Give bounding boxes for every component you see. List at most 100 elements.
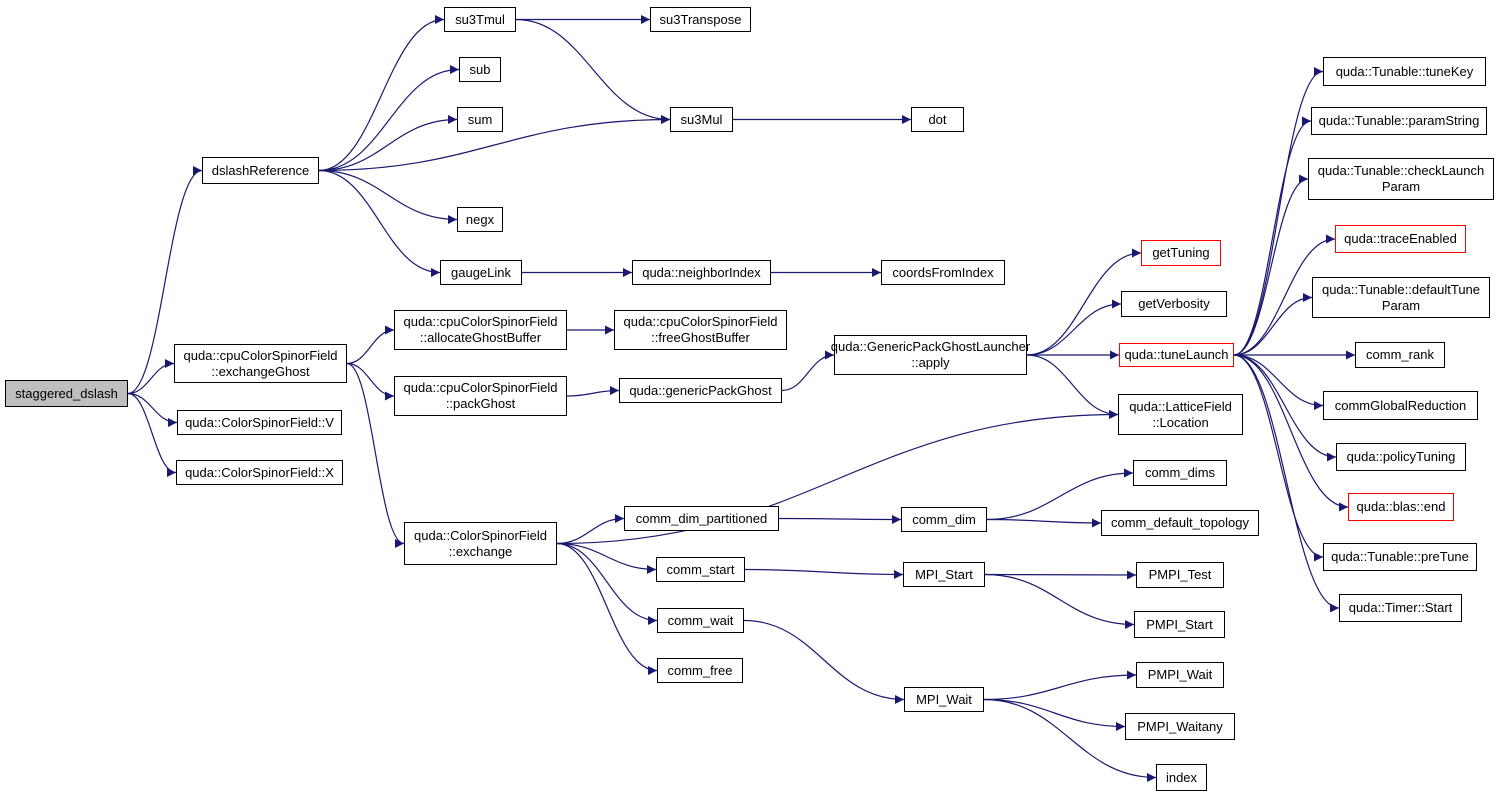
node-label-line: sub (469, 61, 491, 77)
edge-staggered_dslash-to-csfX (127, 392, 177, 477)
node-label-line: comm_start (666, 561, 735, 577)
edge-exchangeGhost-to-allocateGhostBuffer (346, 325, 395, 365)
node-label-line: quda::tuneLaunch (1124, 347, 1229, 362)
edge-staggered_dslash-to-exchangeGhost (127, 359, 175, 395)
edge-mpiStart-to-pmpiTest (984, 570, 1137, 580)
node-comm-dim-partitioned[interactable]: comm_dim_partitioned (624, 506, 779, 531)
node-label-line: quda::genericPackGhost (629, 382, 772, 398)
node-label-line: ::apply (911, 355, 950, 370)
node-label-line: quda::Tunable::paramString (1318, 113, 1480, 128)
edge-tuneLaunch-to-commGlobalReduction (1233, 354, 1324, 410)
node-label-line: dot (928, 111, 947, 127)
node-negx[interactable]: negx (457, 207, 503, 232)
edge-mpiWait-to-pmpiWaitany (983, 698, 1126, 731)
node-comm-dim[interactable]: comm_dim (901, 507, 987, 532)
node-sum[interactable]: sum (457, 107, 503, 132)
node-gauge-link[interactable]: gaugeLink (440, 260, 522, 285)
edge-packGhost-to-genericPackGhost (566, 386, 620, 397)
edge-tuneLaunch-to-traceEnabled (1233, 234, 1336, 356)
edge-csfExchange-to-commFree (556, 542, 658, 675)
node-label-line: commGlobalReduction (1334, 397, 1467, 413)
node-pmpi-wait[interactable]: PMPI_Wait (1136, 662, 1224, 688)
edge-tuneLaunch-to-paramString (1233, 116, 1312, 356)
node-index[interactable]: index (1156, 764, 1207, 791)
edge-launcherApply-to-getVerbosity (1026, 299, 1122, 356)
node-colorspinorfield-v[interactable]: quda::ColorSpinorField::V (177, 410, 342, 435)
node-colorspinorfield-exchange[interactable]: quda::ColorSpinorField::exchange (404, 522, 557, 565)
node-policy-tuning[interactable]: quda::policyTuning (1336, 443, 1466, 471)
node-label-line: quda::neighborIndex (642, 264, 761, 280)
edge-dslashReference-to-gaugeLink (318, 169, 441, 277)
edge-dslashReference-to-negx (318, 169, 458, 224)
node-tunable-pre-tune[interactable]: quda::Tunable::preTune (1323, 543, 1477, 571)
node-pack-ghost[interactable]: quda::cpuColorSpinorField::packGhost (394, 376, 567, 416)
node-tunable-param-string[interactable]: quda::Tunable::paramString (1311, 107, 1487, 135)
node-pmpi-start[interactable]: PMPI_Start (1134, 611, 1225, 638)
node-comm-wait[interactable]: comm_wait (657, 608, 744, 633)
node-comm-rank[interactable]: comm_rank (1355, 342, 1445, 368)
node-su3tmul[interactable]: su3Tmul (444, 7, 516, 32)
node-label-line: Param (1381, 179, 1421, 194)
node-get-verbosity[interactable]: getVerbosity (1121, 291, 1227, 317)
node-coords-from-index[interactable]: coordsFromIndex (881, 260, 1005, 285)
node-su3transpose[interactable]: su3Transpose (650, 7, 751, 32)
node-pmpi-test[interactable]: PMPI_Test (1136, 562, 1224, 588)
node-label-line: ::Location (1152, 414, 1209, 430)
node-su3mul[interactable]: su3Mul (670, 107, 733, 132)
node-lattice-location[interactable]: quda::LatticeField::Location (1118, 394, 1243, 435)
node-comm-default-topology[interactable]: comm_default_topology (1101, 510, 1259, 536)
node-launcher-apply[interactable]: quda::GenericPackGhostLauncher::apply (831, 335, 1030, 375)
node-mpi-start[interactable]: MPI_Start (903, 562, 985, 587)
edge-tuneLaunch-to-preTune (1233, 354, 1324, 562)
edge-csfExchange-to-latticeLocation (556, 410, 1119, 545)
edge-commDim-to-commDims (986, 468, 1134, 521)
edge-tuneLaunch-to-timerStart (1233, 354, 1340, 613)
node-tune-launch[interactable]: quda::tuneLaunch (1119, 343, 1234, 367)
edge-dslashReference-to-sub (318, 65, 460, 172)
node-exchange-ghost[interactable]: quda::cpuColorSpinorField::exchangeGhost (174, 344, 347, 383)
node-dslash-reference[interactable]: dslashReference (202, 157, 319, 184)
node-dot[interactable]: dot (911, 107, 964, 132)
node-get-tuning[interactable]: getTuning (1141, 240, 1221, 266)
node-allocate-ghost-buffer[interactable]: quda::cpuColorSpinorField::allocateGhost… (394, 310, 567, 350)
node-sub[interactable]: sub (459, 57, 501, 82)
node-label-line: PMPI_Wait (1147, 667, 1213, 682)
edge-exchangeGhost-to-packGhost (346, 362, 395, 401)
node-label-line: ::allocateGhostBuffer (419, 330, 542, 345)
edge-dslashReference-to-su3Tmul (318, 15, 445, 172)
node-label-line: quda::Tunable::tuneKey (1335, 63, 1474, 79)
node-neighbor-index[interactable]: quda::neighborIndex (632, 260, 771, 285)
node-generic-pack-ghost[interactable]: quda::genericPackGhost (619, 378, 782, 403)
node-label-line: sum (467, 111, 493, 127)
node-pmpi-waitany[interactable]: PMPI_Waitany (1125, 713, 1235, 740)
node-staggered-dslash: staggered_dslash (5, 380, 128, 407)
node-comm-global-reduction[interactable]: commGlobalReduction (1323, 391, 1478, 420)
edge-staggered_dslash-to-csfV (127, 392, 178, 427)
edge-exchangeGhost-to-csfExchange (346, 362, 405, 548)
node-free-ghost-buffer[interactable]: quda::cpuColorSpinorField::freeGhostBuff… (614, 310, 787, 350)
node-timer-start[interactable]: quda::Timer::Start (1339, 594, 1462, 622)
node-label-line: quda::ColorSpinorField (414, 527, 547, 543)
node-trace-enabled[interactable]: quda::traceEnabled (1335, 225, 1466, 253)
node-comm-free[interactable]: comm_free (657, 658, 743, 683)
node-tunable-tune-key[interactable]: quda::Tunable::tuneKey (1323, 57, 1486, 86)
edge-csfExchange-to-commWait (556, 542, 658, 625)
node-label-line: PMPI_Waitany (1137, 718, 1223, 734)
edge-tuneLaunch-to-checkLaunchParam (1233, 174, 1309, 356)
node-label-line: getVerbosity (1138, 296, 1210, 311)
edge-tuneLaunch-to-tuneKey (1233, 67, 1324, 356)
node-comm-start[interactable]: comm_start (656, 557, 745, 582)
node-blas-end[interactable]: quda::blas::end (1348, 493, 1454, 521)
node-mpi-wait[interactable]: MPI_Wait (904, 687, 984, 712)
node-comm-dims[interactable]: comm_dims (1133, 460, 1227, 486)
edge-mpiWait-to-pmpiWait (983, 670, 1137, 701)
node-label-line: PMPI_Test (1148, 567, 1212, 582)
node-label-line: comm_dims (1144, 465, 1216, 480)
node-colorspinorfield-x[interactable]: quda::ColorSpinorField::X (176, 460, 343, 485)
node-label-line: ::exchangeGhost (211, 363, 310, 379)
node-label-line: gaugeLink (451, 264, 511, 280)
edge-tuneLaunch-to-blasEnd (1233, 354, 1349, 512)
